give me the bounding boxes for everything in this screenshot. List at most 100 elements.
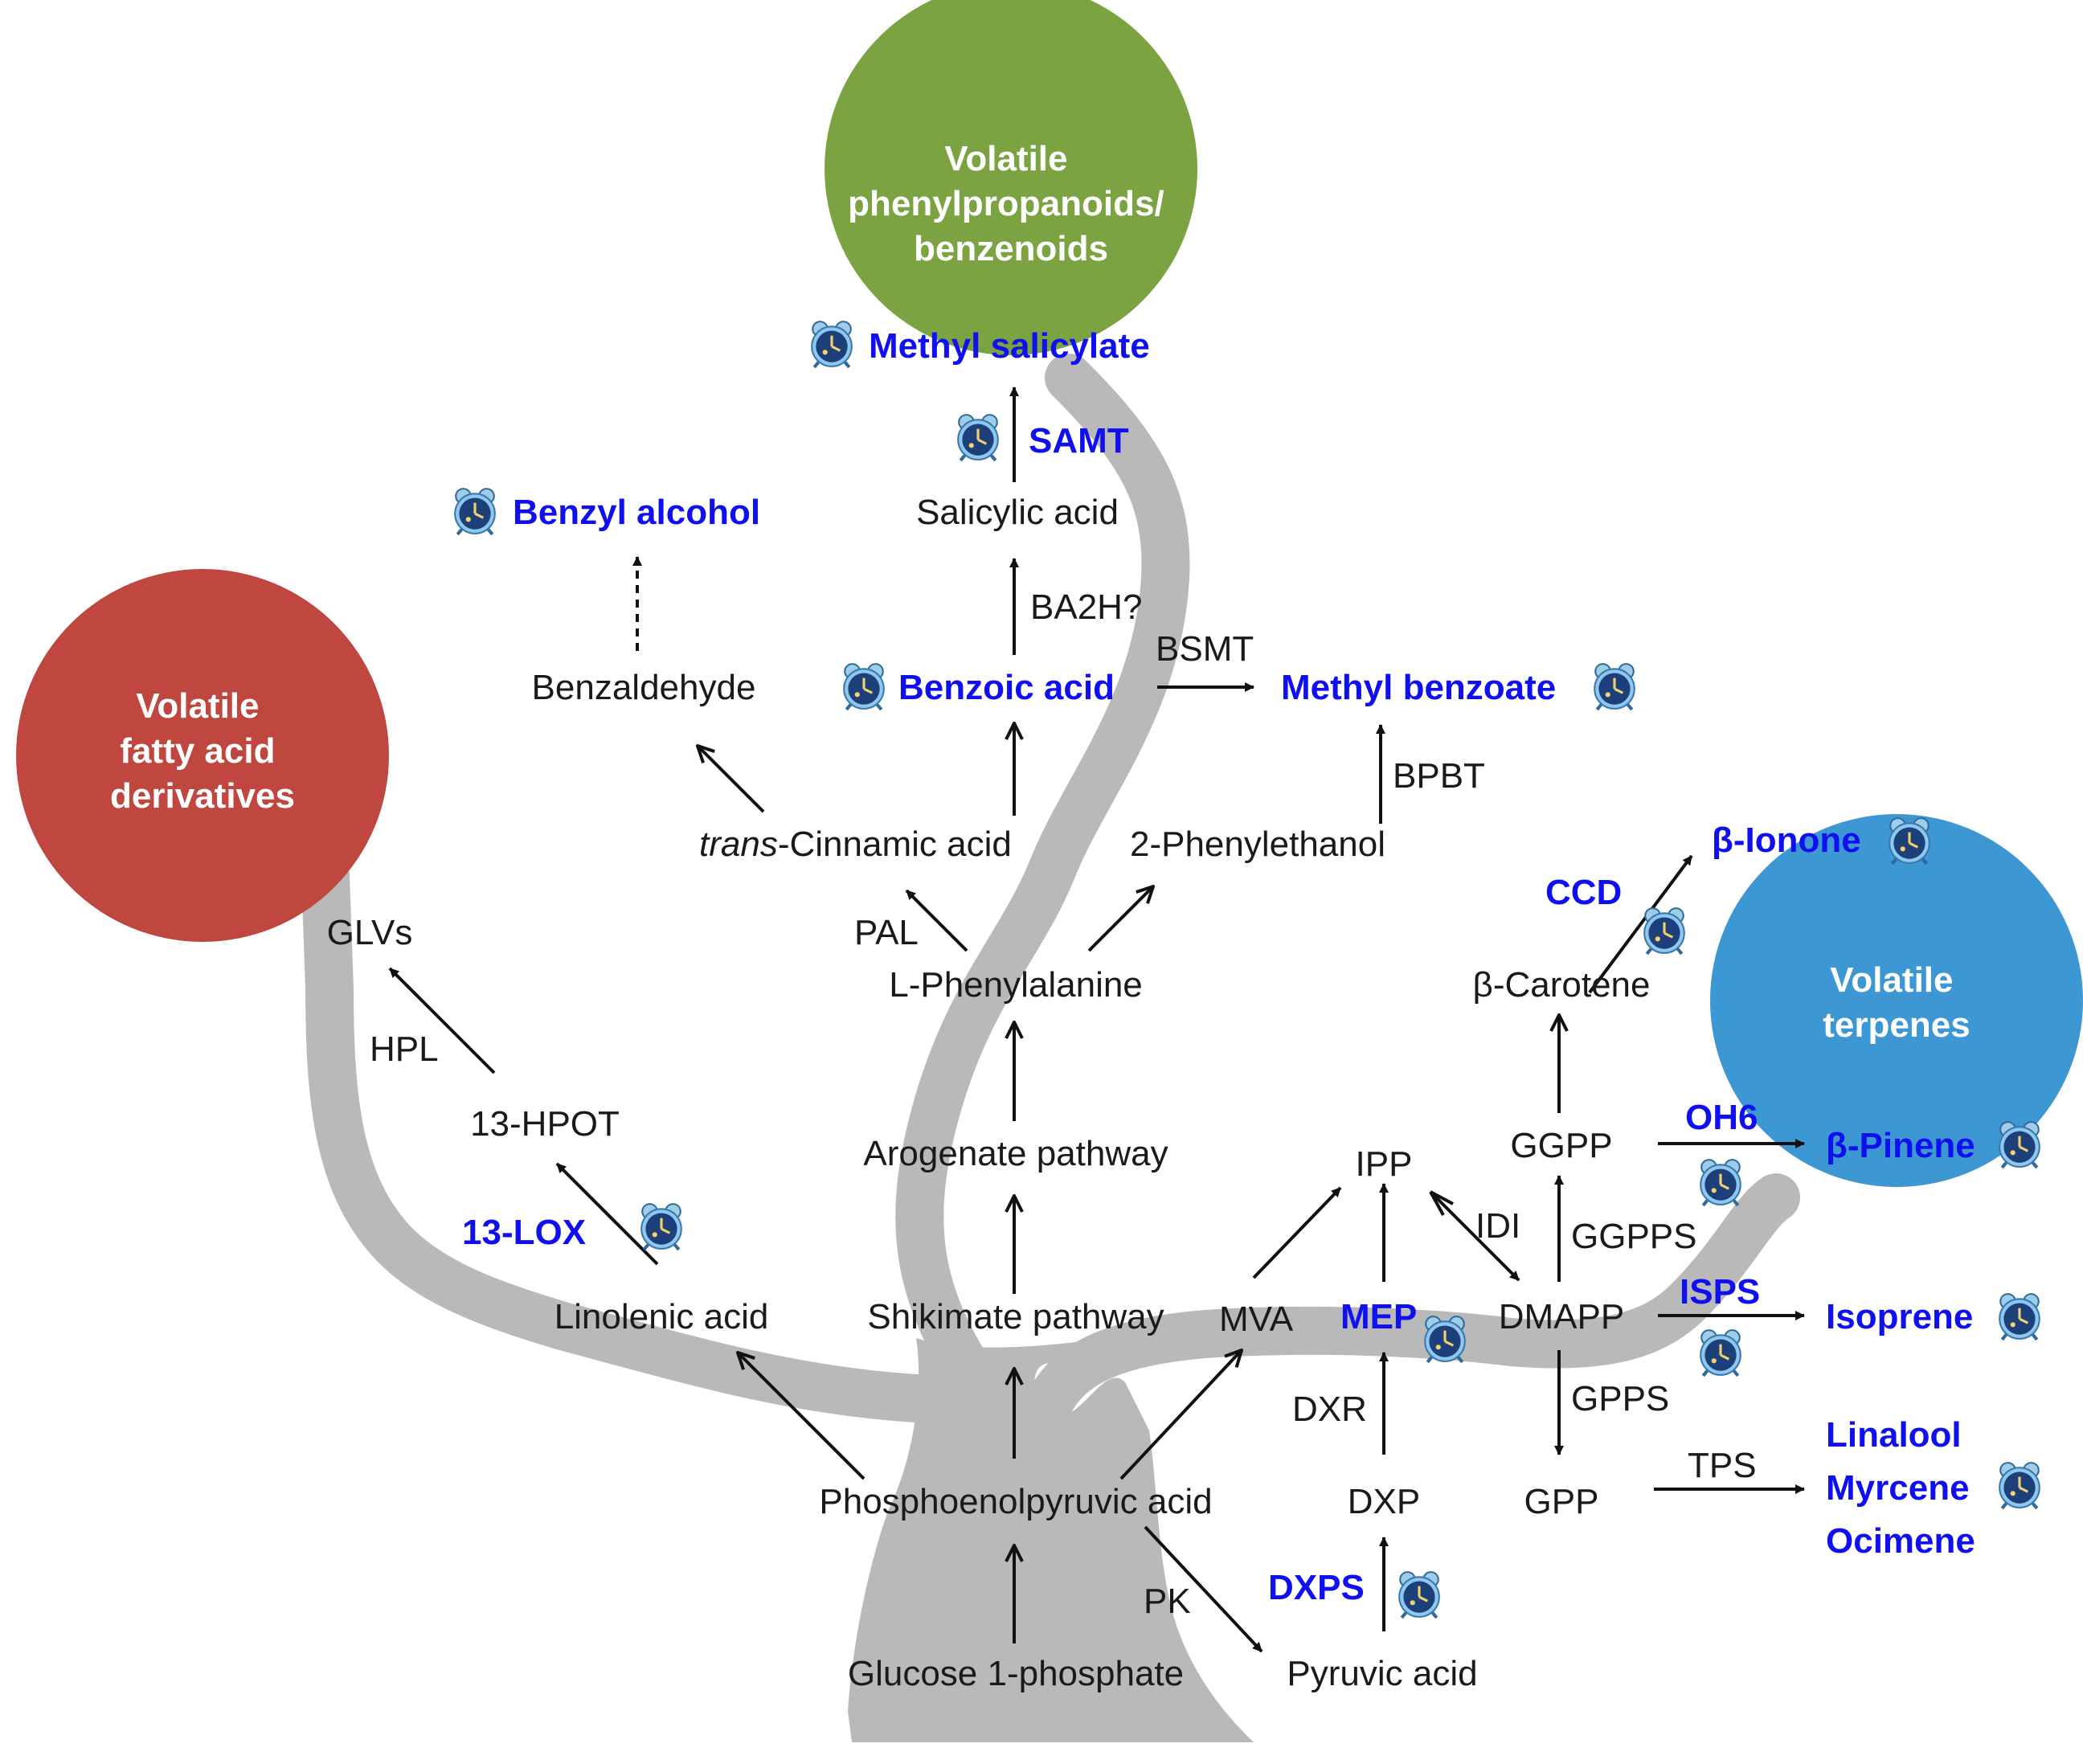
enzyme-labels: SAMT BA2H? BSMT BPBT PAL HPL 13-LOX PK D… bbox=[370, 421, 1760, 1621]
label-ocimene: Ocimene bbox=[1826, 1521, 1975, 1561]
enzyme-bsmt: BSMT bbox=[1156, 629, 1254, 669]
label-cinnamic-rest: -Cinnamic acid bbox=[778, 825, 1012, 864]
arrow-idi bbox=[1429, 1190, 1520, 1282]
label-ggpp: GGPP bbox=[1510, 1126, 1612, 1165]
arrow-phenylalanine-phenylethanol bbox=[1087, 886, 1153, 952]
arrow-mva-ipp bbox=[1252, 1186, 1342, 1279]
arrow-pep-linolenic bbox=[738, 1353, 866, 1480]
hub-terpenes-label: Volatile terpenes bbox=[1823, 960, 1970, 1045]
label-benzoic-acid: Benzoic acid bbox=[898, 668, 1115, 707]
hub-fatty-acid-line-3: derivatives bbox=[110, 776, 295, 816]
hub-terpenes-line-1: Volatile bbox=[1830, 960, 1953, 1000]
hub-phenylpropanoids-label: Volatile phenylpropanoids/ benzenoids bbox=[848, 139, 1174, 268]
hub-terpenes: Volatile terpenes bbox=[1710, 814, 2083, 1187]
tree-trunk bbox=[301, 354, 1800, 1742]
label-ipp: IPP bbox=[1356, 1144, 1413, 1184]
enzyme-samt: SAMT bbox=[1029, 421, 1129, 460]
clock-icon bbox=[1999, 1463, 2040, 1508]
enzyme-mep: MEP bbox=[1340, 1297, 1417, 1336]
tree-branch-center bbox=[895, 354, 1190, 1406]
clock-icon bbox=[1399, 1572, 1439, 1618]
label-dmapp: DMAPP bbox=[1499, 1297, 1624, 1336]
clock-icon bbox=[1644, 908, 1684, 954]
label-linolenic-acid: Linolenic acid bbox=[555, 1297, 769, 1336]
enzyme-dxr: DXR bbox=[1292, 1390, 1367, 1429]
clock-icon bbox=[1594, 664, 1635, 710]
clock-icon bbox=[641, 1204, 681, 1250]
label-arogenate-pathway: Arogenate pathway bbox=[863, 1134, 1168, 1173]
enzyme-pal: PAL bbox=[854, 913, 919, 952]
label-mva: MVA bbox=[1219, 1299, 1294, 1339]
enzyme-ccd: CCD bbox=[1545, 873, 1622, 912]
enzyme-isps: ISPS bbox=[1680, 1272, 1760, 1312]
label-salicylic-acid: Salicylic acid bbox=[916, 493, 1119, 532]
label-beta-carotene: β-Carotene bbox=[1473, 965, 1651, 1005]
label-benzaldehyde: Benzaldehyde bbox=[532, 668, 756, 707]
label-pyruvic-acid: Pyruvic acid bbox=[1287, 1654, 1477, 1693]
hub-terpenes-circle bbox=[1710, 814, 2083, 1187]
tree-trunk-base bbox=[848, 1338, 1254, 1742]
hub-fatty-acid-line-2: fatty acid bbox=[120, 731, 275, 771]
label-phenylalanine: L-Phenylalanine bbox=[889, 965, 1143, 1005]
hub-terpenes-line-2: terpenes bbox=[1823, 1005, 1970, 1045]
tree-branch-right bbox=[1021, 1173, 1800, 1439]
clock-icon bbox=[1425, 1316, 1465, 1362]
arrow-cinnamic-benzaldehyde bbox=[698, 746, 765, 813]
clock-icon bbox=[1999, 1122, 2040, 1168]
arrow-pal bbox=[905, 889, 968, 952]
enzyme-idi: IDI bbox=[1475, 1206, 1520, 1246]
hub-fatty-acid-label: Volatile fatty acid derivatives bbox=[110, 686, 295, 816]
label-phenylethanol: 2-Phenylethanol bbox=[1130, 825, 1385, 864]
clock-icon bbox=[455, 489, 495, 534]
enzyme-hpl: HPL bbox=[370, 1029, 439, 1069]
hub-phenylpropanoids-line-2: phenylpropanoids/ bbox=[848, 184, 1164, 223]
label-gpp: GPP bbox=[1524, 1482, 1599, 1521]
hub-fatty-acid-line-1: Volatile bbox=[136, 686, 259, 726]
clock-icon bbox=[812, 321, 852, 367]
enzyme-tps: TPS bbox=[1688, 1446, 1757, 1485]
clock-icon bbox=[958, 415, 998, 460]
enzyme-oh6: OH6 bbox=[1685, 1098, 1758, 1137]
label-myrcene: Myrcene bbox=[1826, 1468, 1970, 1508]
hub-fatty-acid: Volatile fatty acid derivatives bbox=[16, 569, 389, 942]
enzyme-dxps: DXPS bbox=[1268, 1568, 1365, 1607]
clock-icon bbox=[1999, 1294, 2040, 1340]
label-shikimate-pathway: Shikimate pathway bbox=[867, 1297, 1164, 1336]
arrow-idi-start-head bbox=[1429, 1190, 1454, 1216]
clock-icon bbox=[844, 664, 884, 710]
label-glvs: GLVs bbox=[327, 913, 413, 952]
arrow-lox bbox=[555, 1162, 659, 1266]
label-trans-cinnamic-acid: trans-Cinnamic acid bbox=[699, 825, 1012, 864]
enzyme-ggpps: GGPPS bbox=[1571, 1217, 1697, 1256]
reaction-arrows bbox=[388, 387, 1805, 1653]
label-beta-pinene: β-Pinene bbox=[1826, 1126, 1975, 1165]
enzyme-gpps: GPPS bbox=[1571, 1379, 1669, 1418]
arrow-pep-mva bbox=[1119, 1350, 1242, 1480]
label-benzyl-alcohol: Benzyl alcohol bbox=[513, 493, 760, 532]
enzyme-pk: PK bbox=[1144, 1582, 1191, 1621]
label-linalool: Linalool bbox=[1826, 1415, 1962, 1455]
label-methyl-benzoate: Methyl benzoate bbox=[1281, 668, 1556, 707]
enzyme-ba2h: BA2H? bbox=[1030, 587, 1142, 627]
label-cinnamic-prefix: trans bbox=[699, 825, 778, 864]
label-phosphoenolpyruvic-acid: Phosphoenolpyruvic acid bbox=[819, 1482, 1212, 1521]
label-methyl-salicylate: Methyl salicylate bbox=[869, 326, 1150, 366]
arrow-pk bbox=[1144, 1525, 1263, 1653]
enzyme-13-lox: 13-LOX bbox=[462, 1213, 586, 1252]
arrow-hpl bbox=[388, 967, 496, 1074]
tree-branch-left bbox=[301, 852, 940, 1422]
hub-fatty-acid-circle bbox=[16, 569, 389, 942]
label-glucose-1-phosphate: Glucose 1-phosphate bbox=[848, 1654, 1184, 1693]
clock-icon bbox=[1700, 1330, 1741, 1376]
enzyme-bpbt: BPBT bbox=[1393, 756, 1485, 796]
label-beta-ionone: β-Ionone bbox=[1712, 821, 1861, 860]
hub-phenylpropanoids-line-1: Volatile bbox=[944, 139, 1067, 178]
hub-phenylpropanoids-circle bbox=[825, 0, 1197, 355]
clock-icon bbox=[1700, 1160, 1741, 1205]
clock-icon bbox=[1889, 818, 1930, 864]
label-isoprene: Isoprene bbox=[1826, 1297, 1973, 1336]
label-dxp: DXP bbox=[1348, 1482, 1420, 1521]
hub-phenylpropanoids: Volatile phenylpropanoids/ benzenoids bbox=[825, 0, 1197, 355]
label-13-hpot: 13-HPOT bbox=[470, 1104, 620, 1144]
